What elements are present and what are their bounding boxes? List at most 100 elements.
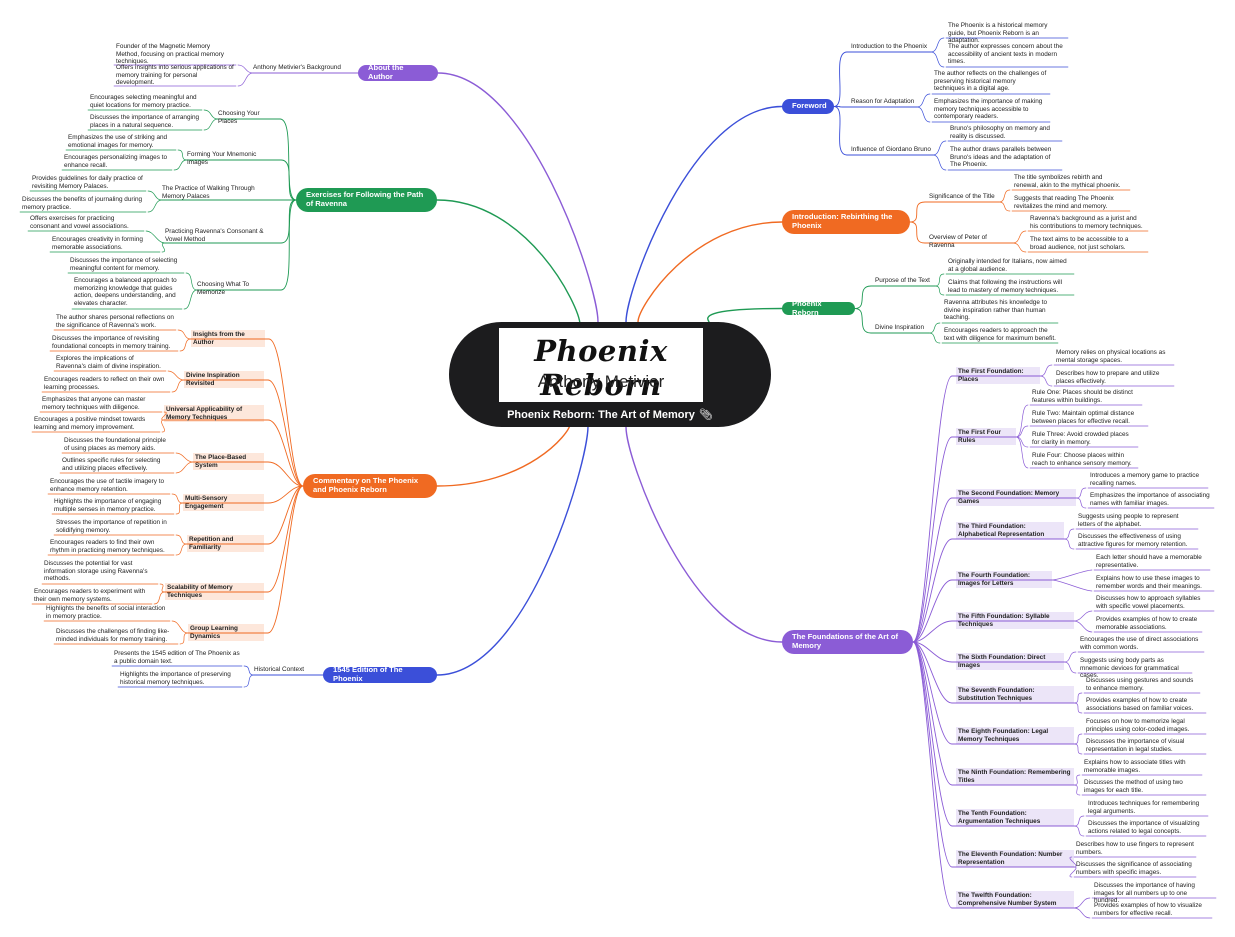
subtopic-significance-of-the-title[interactable]: Significance of the Title <box>929 193 995 200</box>
subtopic-the-ninth-foundation-remembering-titles[interactable]: The Ninth Foundation: Remembering Titles <box>956 768 1074 786</box>
detail-text[interactable]: Each letter should have a memorable repr… <box>1096 554 1202 569</box>
detail-text[interactable]: The author reflects on the challenges of… <box>934 70 1047 93</box>
detail-text[interactable]: The Phoenix is a historical memory guide… <box>948 22 1048 45</box>
branch-foreword[interactable]: Foreword <box>782 99 834 114</box>
detail-text[interactable]: Discusses the importance of having image… <box>1094 882 1195 905</box>
detail-text[interactable]: Provides examples of how to create memor… <box>1096 616 1198 631</box>
detail-text[interactable]: Highlights the importance of preserving … <box>120 671 231 686</box>
detail-text[interactable]: Encourages readers to approach the text … <box>944 327 1056 342</box>
subtopic-the-twelfth-foundation-comprehensive-num[interactable]: The Twelfth Foundation: Comprehensive Nu… <box>956 891 1074 909</box>
subtopic-anthony-metivier-s-background[interactable]: Anthony Metivier's Background <box>253 64 341 71</box>
subtopic-the-first-foundation-places[interactable]: The First Foundation: Places <box>956 367 1040 385</box>
detail-text[interactable]: Discusses the importance of visual repre… <box>1086 738 1185 753</box>
subtopic-purpose-of-the-text[interactable]: Purpose of the Text <box>875 277 930 284</box>
subtopic-multi-sensory-engagement[interactable]: Multi-Sensory Engagement <box>183 494 264 512</box>
subtopic-the-practice-of-walking-through-memory-p[interactable]: The Practice of Walking Through Memory P… <box>162 185 255 200</box>
subtopic-forming-your-mnemonic-images[interactable]: Forming Your Mnemonic Images <box>187 151 257 166</box>
detail-text[interactable]: Encourages readers to experiment with th… <box>34 588 146 603</box>
branch-exercises-for-following-the-path-of-ravenna[interactable]: Exercises for Following the Path of Rave… <box>296 188 437 212</box>
subtopic-divine-inspiration[interactable]: Divine Inspiration <box>875 324 925 331</box>
detail-text[interactable]: Encourages creativity in forming memorab… <box>52 236 143 251</box>
subtopic-repetition-and-familiarity[interactable]: Repetition and Familiarity <box>187 535 264 553</box>
detail-text[interactable]: Emphasizes the use of striking and emoti… <box>68 134 168 149</box>
detail-text[interactable]: Focuses on how to memorize legal princip… <box>1086 718 1190 733</box>
detail-text[interactable]: Provides guidelines for daily practice o… <box>32 175 143 190</box>
detail-text[interactable]: Originally intended for Italians, now ai… <box>948 258 1067 273</box>
subtopic-the-sixth-foundation-direct-images[interactable]: The Sixth Foundation: Direct Images <box>956 653 1064 671</box>
detail-text[interactable]: Explains how to use these images to reme… <box>1096 575 1202 590</box>
detail-text[interactable]: Encourages selecting meaningful and quie… <box>90 94 197 109</box>
branch-the-foundations-of-the-art-of-memory[interactable]: The Foundations of the Art of Memory <box>782 630 913 654</box>
detail-text[interactable]: Discusses the significance of associatin… <box>1076 861 1192 876</box>
detail-text[interactable]: Highlights the importance of engaging mu… <box>54 498 162 513</box>
detail-text[interactable]: Outlines specific rules for selecting an… <box>62 457 161 472</box>
detail-text[interactable]: Rule Three: Avoid crowded places for cla… <box>1032 431 1129 446</box>
subtopic-the-second-foundation-memory-games[interactable]: The Second Foundation: Memory Games <box>956 489 1076 507</box>
detail-text[interactable]: Highlights the benefits of social intera… <box>46 605 166 620</box>
detail-text[interactable]: Encourages readers to find their own rhy… <box>50 539 165 554</box>
subtopic-scalability-of-memory-techniques[interactable]: Scalability of Memory Techniques <box>165 583 264 601</box>
branch-phoenix-reborn[interactable]: Phoenix Reborn <box>782 299 855 316</box>
detail-text[interactable]: The author shares personal reflections o… <box>56 314 174 329</box>
detail-text[interactable]: Encourages the use of direct association… <box>1080 636 1199 651</box>
detail-text[interactable]: Memory relies on physical locations as m… <box>1056 349 1166 364</box>
detail-text[interactable]: Ravenna attributes his knowledge to divi… <box>944 299 1048 322</box>
detail-text[interactable]: Suggests using people to represent lette… <box>1078 513 1179 528</box>
detail-text[interactable]: Describes how to prepare and utilize pla… <box>1056 370 1160 385</box>
detail-text[interactable]: Emphasizes that anyone can master memory… <box>42 396 146 411</box>
detail-text[interactable]: Discusses the importance of visualizing … <box>1088 820 1200 835</box>
detail-text[interactable]: Founder of the Magnetic Memory Method, f… <box>116 43 224 66</box>
detail-text[interactable]: Discusses the potential for vast informa… <box>44 560 148 583</box>
detail-text[interactable]: Discusses the method of using two images… <box>1084 779 1183 794</box>
detail-text[interactable]: Encourages a balanced approach to memori… <box>74 277 177 307</box>
subtopic-practicing-ravenna-s-consonant-vowel-met[interactable]: Practicing Ravenna's Consonant & Vowel M… <box>165 228 264 243</box>
subtopic-the-fifth-foundation-syllable-techniques[interactable]: The Fifth Foundation: Syllable Technique… <box>956 612 1074 630</box>
detail-text[interactable]: Suggests using body parts as mnemonic de… <box>1080 657 1179 680</box>
detail-text[interactable]: Discusses the challenges of finding like… <box>56 628 170 643</box>
detail-text[interactable]: The author draws parallels between Bruno… <box>950 146 1052 169</box>
detail-text[interactable]: Emphasizes the importance of making memo… <box>934 98 1043 121</box>
subtopic-choosing-your-places[interactable]: Choosing Your Places <box>218 110 260 125</box>
subtopic-universal-applicability-of-memory-techni[interactable]: Universal Applicability of Memory Techni… <box>164 405 264 423</box>
detail-text[interactable]: Introduces a memory game to practice rec… <box>1090 472 1200 487</box>
detail-text[interactable]: Encourages the use of tactile imagery to… <box>50 478 165 493</box>
detail-text[interactable]: Discusses the importance of revisiting f… <box>52 335 171 350</box>
detail-text[interactable]: Suggests that reading The Phoenix revita… <box>1014 195 1114 210</box>
detail-text[interactable]: The author expresses concern about the a… <box>948 43 1063 66</box>
subtopic-introduction-to-the-phoenix[interactable]: Introduction to the Phoenix <box>851 43 928 50</box>
detail-text[interactable]: Encourages a positive mindset towards le… <box>34 416 146 431</box>
subtopic-the-tenth-foundation-argumentation-techn[interactable]: The Tenth Foundation: Argumentation Tech… <box>956 809 1074 827</box>
detail-text[interactable]: Explores the implications of Ravenna's c… <box>56 355 161 370</box>
detail-text[interactable]: Claims that following the instructions w… <box>948 279 1063 294</box>
detail-text[interactable]: Discusses the importance of selecting me… <box>70 257 178 272</box>
detail-text[interactable]: Stresses the importance of repetition in… <box>56 519 167 534</box>
subtopic-the-third-foundation-alphabetical-repres[interactable]: The Third Foundation: Alphabetical Repre… <box>956 522 1064 540</box>
detail-text[interactable]: Ravenna's background as a jurist and his… <box>1030 215 1143 230</box>
detail-text[interactable]: Provides examples of how to create assoc… <box>1086 697 1194 712</box>
subtopic-insights-from-the-author[interactable]: Insights from the Author <box>191 330 265 348</box>
detail-text[interactable]: Encourages readers to reflect on their o… <box>44 376 165 391</box>
branch-about-the-author[interactable]: About the Author <box>358 64 438 81</box>
central-topic[interactable]: Phoenix Reborn Anthony Metivier Phoenix … <box>449 322 771 427</box>
detail-text[interactable]: Explains how to associate titles with me… <box>1084 759 1186 774</box>
subtopic-the-eleventh-foundation-number-represent[interactable]: The Eleventh Foundation: Number Represen… <box>956 850 1074 868</box>
detail-text[interactable]: Bruno's philosophy on memory and reality… <box>950 125 1050 140</box>
branch-1545-edition-of-the-phoenix[interactable]: 1545 Edition of The Phoenix <box>323 666 437 683</box>
detail-text[interactable]: Rule Two: Maintain optimal distance betw… <box>1032 410 1135 425</box>
detail-text[interactable]: Rule One: Places should be distinct feat… <box>1032 389 1133 404</box>
detail-text[interactable]: Discusses the foundational principle of … <box>64 437 166 452</box>
branch-commentary-on-the-phoenix-and-phoenix-reborn[interactable]: Commentary on The Phoenix and Phoenix Re… <box>303 474 437 498</box>
detail-text[interactable]: Discusses the effectiveness of using att… <box>1078 533 1188 548</box>
subtopic-the-first-four-rules[interactable]: The First Four Rules <box>956 428 1016 446</box>
detail-text[interactable]: Emphasizes the importance of associating… <box>1090 492 1210 507</box>
detail-text[interactable]: The text aims to be accessible to a broa… <box>1030 236 1129 251</box>
subtopic-group-learning-dynamics[interactable]: Group Learning Dynamics <box>188 624 264 642</box>
paperclip-icon[interactable]: 📎︎ <box>698 409 713 421</box>
subtopic-historical-context[interactable]: Historical Context <box>254 666 305 673</box>
detail-text[interactable]: Introduces techniques for remembering le… <box>1088 800 1200 815</box>
subtopic-overview-of-peter-of-ravenna[interactable]: Overview of Peter of Ravenna <box>929 234 987 249</box>
detail-text[interactable]: Provides examples of how to visualize nu… <box>1094 902 1202 917</box>
subtopic-the-place-based-system[interactable]: The Place-Based System <box>193 453 264 471</box>
detail-text[interactable]: Discusses the benefits of journaling dur… <box>22 196 143 211</box>
subtopic-the-eighth-foundation-legal-memory-techn[interactable]: The Eighth Foundation: Legal Memory Tech… <box>956 727 1074 745</box>
